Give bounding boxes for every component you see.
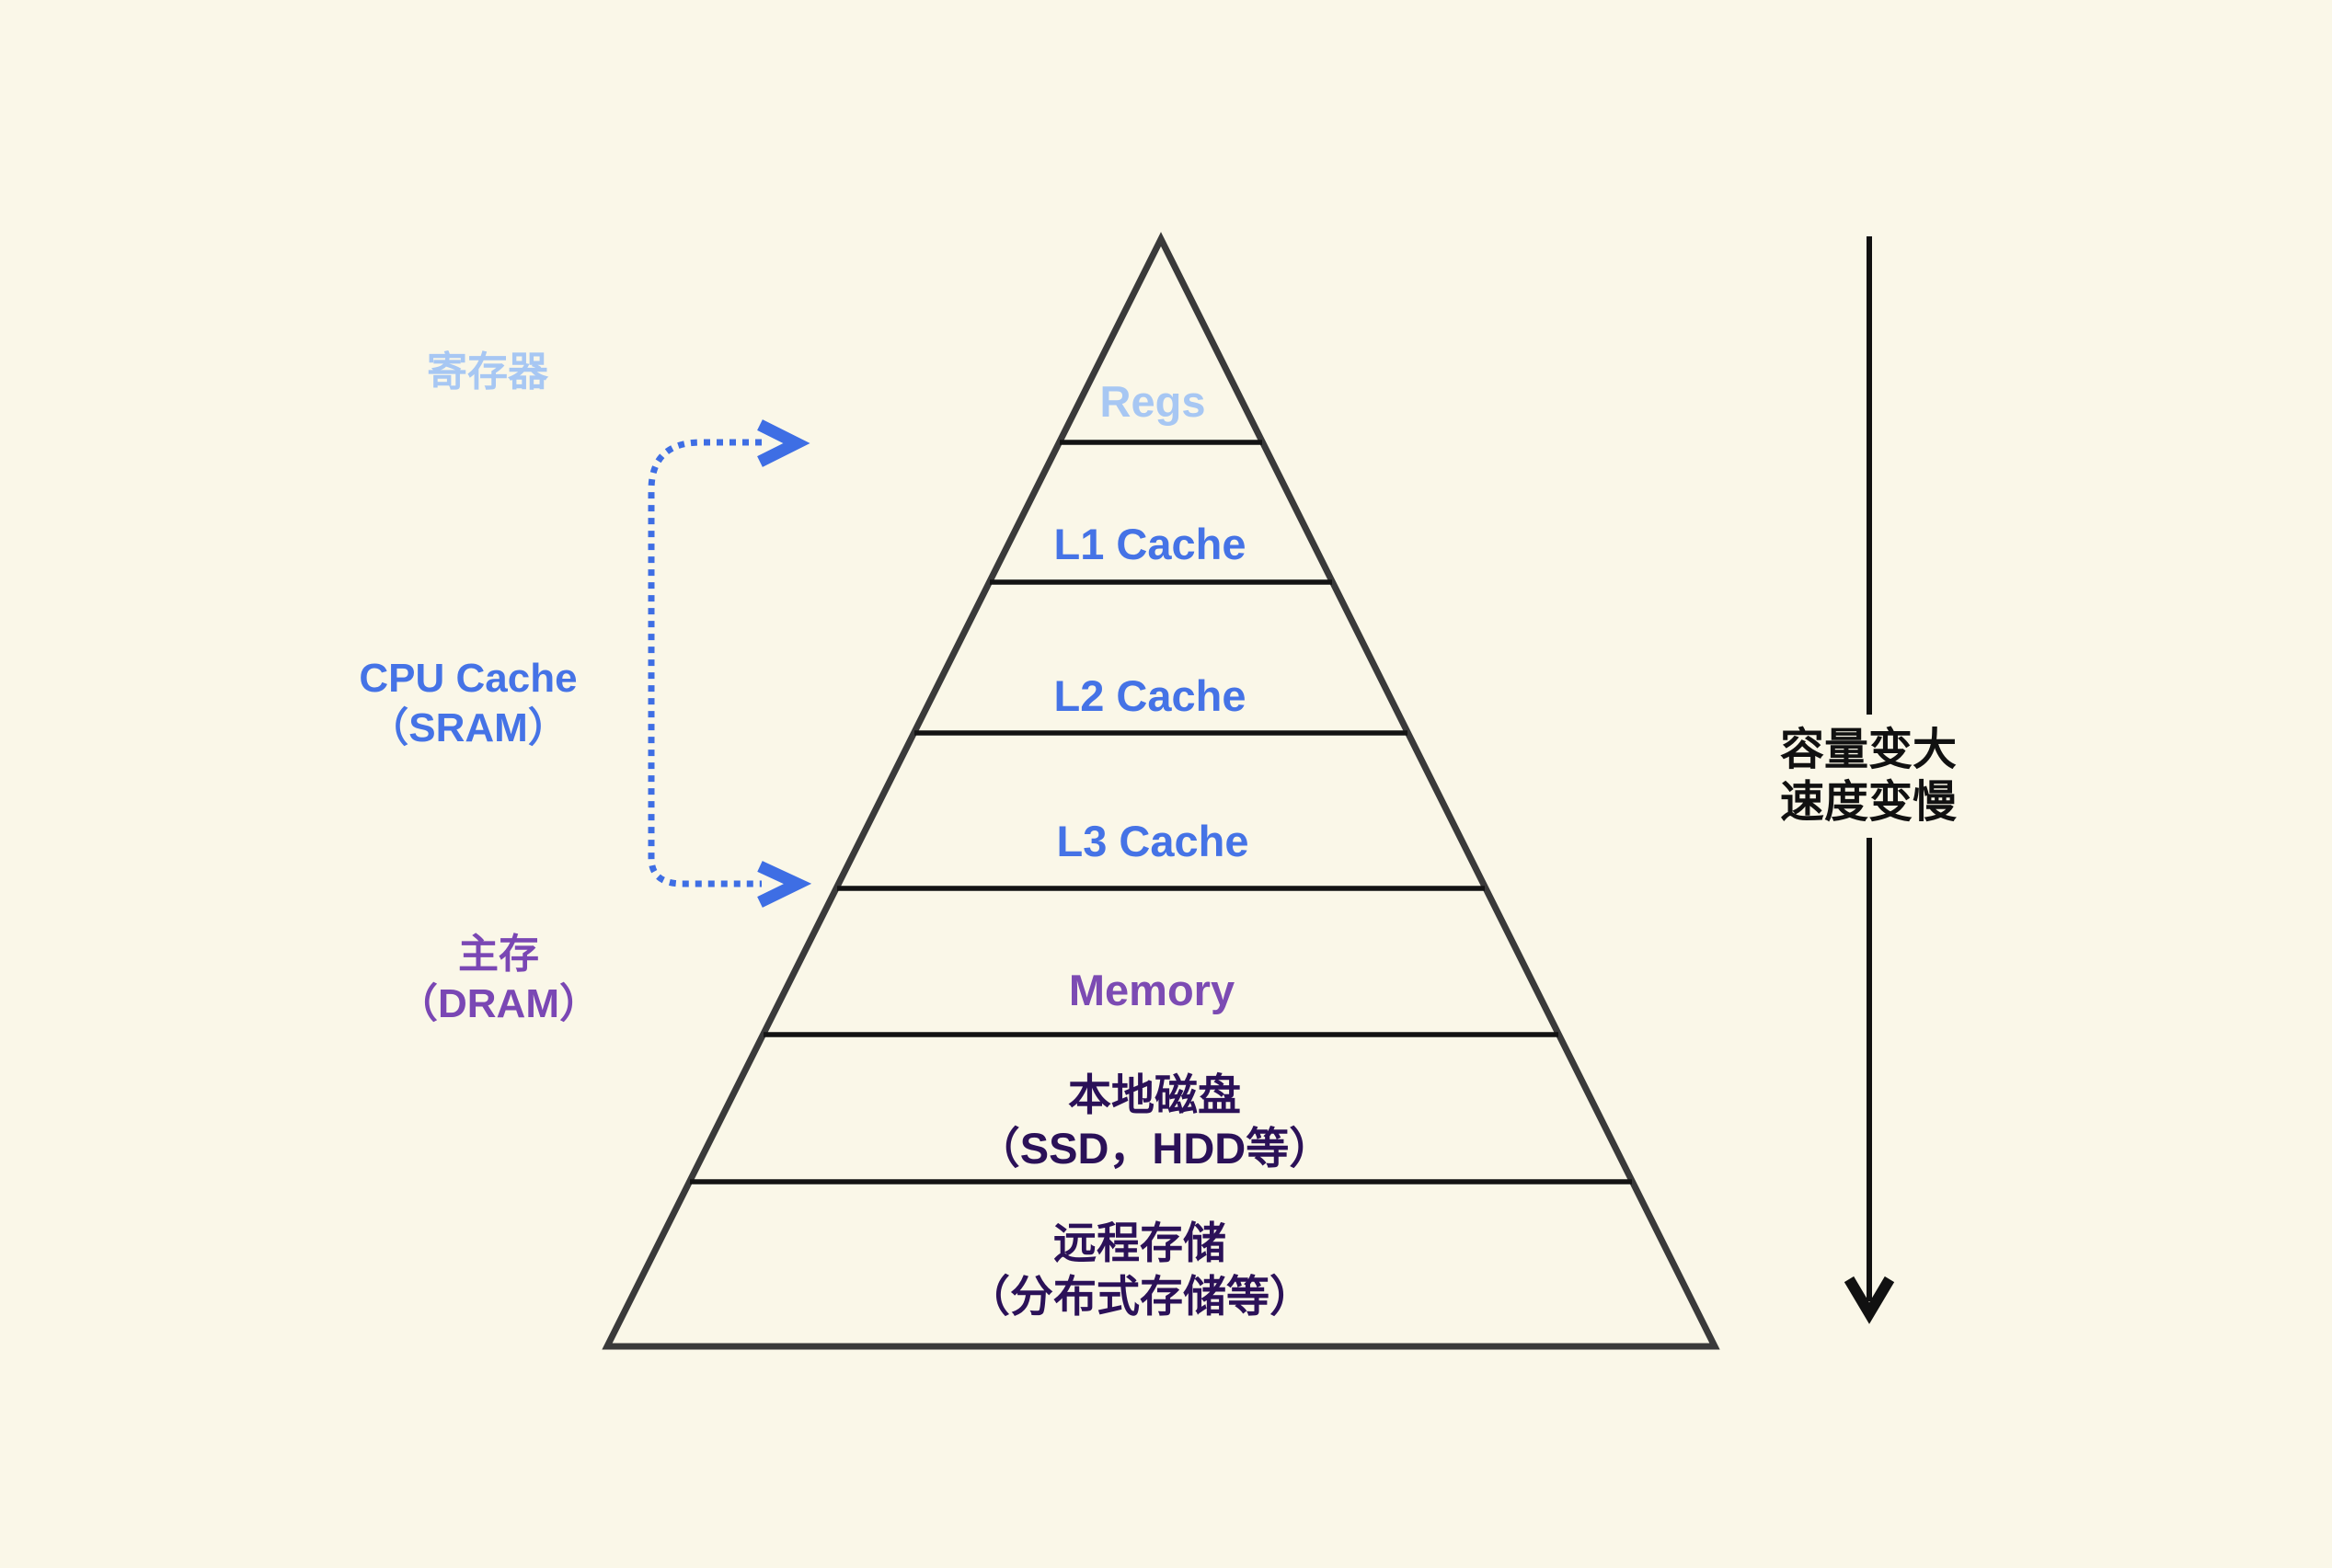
pyramid-outline xyxy=(602,232,1720,1350)
layer-text: （SSD，HDD等） xyxy=(976,1124,1333,1173)
annotation-text: CPU Cache xyxy=(359,656,578,701)
annotation-text: 寄存器 xyxy=(427,349,548,395)
layer-label-remote-storage: 远程存储 （分布式存储等） xyxy=(967,1217,1313,1323)
bracket-arrow-top-icon xyxy=(757,419,810,467)
layer-text: 远程存储 xyxy=(1053,1219,1226,1267)
layer-label-local-disk: 本地磁盘 （SSD，HDD等） xyxy=(977,1069,1332,1175)
layer-label-l2-cache: L2 Cache xyxy=(1054,670,1246,723)
layer-label-memory: Memory xyxy=(1069,964,1235,1017)
annotation-text: （SRAM） xyxy=(368,705,569,750)
annotation-text: 速度变慢 xyxy=(1779,778,1958,827)
layer-text: L2 Cache xyxy=(1053,671,1246,720)
layer-text: L1 Cache xyxy=(1053,520,1246,568)
layer-text: Regs xyxy=(1099,377,1206,426)
layer-label-l3-cache: L3 Cache xyxy=(1057,815,1249,868)
layer-label-registers: Regs xyxy=(1100,375,1206,429)
annotation-text: （DRAM） xyxy=(397,981,600,1026)
layer-text: L3 Cache xyxy=(1056,817,1249,865)
annotation-text: 容量变大 xyxy=(1779,726,1958,774)
layer-label-l1-cache: L1 Cache xyxy=(1054,518,1246,571)
layer-text: 本地磁盘 xyxy=(1068,1070,1241,1119)
annotation-main-memory: 主存 （DRAM） xyxy=(397,930,600,1029)
annotation-text: 主存 xyxy=(457,932,539,977)
annotation-capacity-speed: 容量变大 速度变慢 xyxy=(1772,715,1965,838)
layer-text: Memory xyxy=(1068,966,1235,1014)
layer-text: （分布式存储等） xyxy=(967,1272,1313,1321)
annotation-registers: 寄存器 xyxy=(427,348,548,397)
bracket-arrow-bottom-icon xyxy=(757,861,812,908)
annotation-cpu-cache: CPU Cache （SRAM） xyxy=(359,654,577,753)
cpu-cache-bracket xyxy=(648,439,762,887)
down-arrow-icon xyxy=(1844,1276,1895,1324)
